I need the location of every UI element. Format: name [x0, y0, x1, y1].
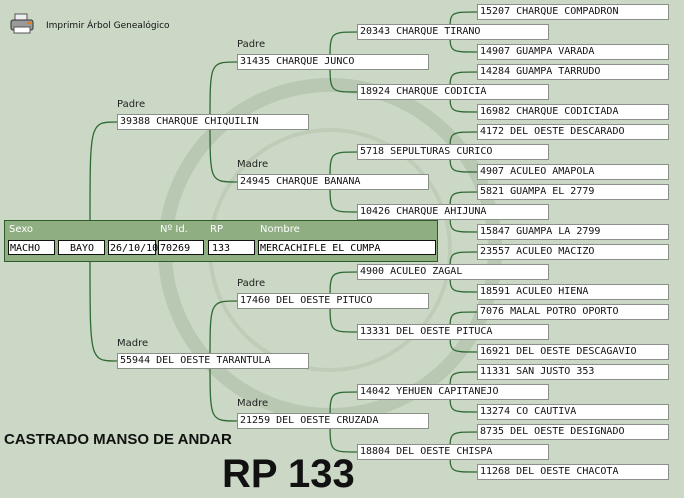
- ancestor-box-l4-madre[interactable]: 13274 CO CAUTIVA: [477, 404, 669, 420]
- ancestor-box-l4-padre[interactable]: 8735 DEL OESTE DESIGNADO: [477, 424, 669, 440]
- ancestor-box-l4-madre[interactable]: 4907 ACULEO AMAPOLA: [477, 164, 669, 180]
- madre-label: Madre: [237, 398, 269, 409]
- ancestor-box-l3-madre[interactable]: 10426 CHARQUE AHIJUNA: [357, 204, 549, 220]
- madre-label: Madre: [237, 159, 269, 170]
- id-field[interactable]: 70269: [158, 240, 204, 255]
- ancestor-box-l3-padre[interactable]: 5718 SEPULTURAS CURICO: [357, 144, 549, 160]
- printer-icon: [10, 13, 34, 39]
- print-tree-button[interactable]: Imprimir Árbol Genealógico: [10, 13, 170, 39]
- ancestor-box-l4-padre[interactable]: 15207 CHARQUE COMPADRON: [477, 4, 669, 20]
- ancestor-box-l2-padre[interactable]: 31435 CHARQUE JUNCO: [237, 54, 429, 70]
- sexo-header: Sexo: [9, 224, 34, 235]
- ancestor-box-l3-madre[interactable]: 13331 DEL OESTE PITUCA: [357, 324, 549, 340]
- connector-line: [209, 360, 238, 422]
- nombre-header: Nombre: [260, 224, 300, 235]
- connector-line: [89, 121, 118, 221]
- connector-line: [209, 61, 238, 123]
- print-tree-label: Imprimir Árbol Genealógico: [46, 21, 170, 31]
- ancestor-box-l4-padre[interactable]: 7076 MALAL POTRO OPORTO: [477, 304, 669, 320]
- color-field[interactable]: BAYO: [58, 240, 105, 255]
- ancestor-box-l1-padre[interactable]: 39388 CHARQUE CHIQUILIN: [117, 114, 309, 130]
- madre-label: Madre: [117, 338, 149, 349]
- connector-line: [209, 300, 238, 362]
- padre-label: Padre: [117, 99, 146, 110]
- ancestor-box-l4-madre[interactable]: 15847 GUAMPA LA 2799: [477, 224, 669, 240]
- sexo-field[interactable]: MACHO: [8, 240, 55, 255]
- ancestor-box-l3-padre[interactable]: 4900 ACULEO ZAGAL: [357, 264, 549, 280]
- ancestor-box-l4-padre[interactable]: 5821 GUAMPA EL 2779: [477, 184, 669, 200]
- id-header: Nº Id.: [160, 224, 188, 235]
- ancestor-box-l3-madre[interactable]: 18804 DEL OESTE CHISPA: [357, 444, 549, 460]
- padre-label: Padre: [237, 278, 266, 289]
- rp-field[interactable]: 133: [208, 240, 255, 255]
- rp-header: RP: [210, 224, 223, 235]
- name-field[interactable]: MERCACHIFLE EL CUMPA: [258, 240, 436, 255]
- date-field[interactable]: 26/10/10: [108, 240, 158, 255]
- animal-panel: Sexo Nº Id. RP Nombre MACHO BAYO 26/10/1…: [4, 220, 438, 262]
- ancestor-box-l4-padre[interactable]: 14284 GUAMPA TARRUDO: [477, 64, 669, 80]
- ancestor-box-l4-madre[interactable]: 14907 GUAMPA VARADA: [477, 44, 669, 60]
- ancestor-box-l4-madre[interactable]: 16982 CHARQUE CODICIADA: [477, 104, 669, 120]
- status-text: CASTRADO MANSO DE ANDAR: [4, 431, 232, 448]
- ancestor-box-l4-madre[interactable]: 18591 ACULEO HIENA: [477, 284, 669, 300]
- ancestor-box-l4-madre[interactable]: 11268 DEL OESTE CHACOTA: [477, 464, 669, 480]
- ancestor-box-l4-padre[interactable]: 4172 DEL OESTE DESCARADO: [477, 124, 669, 140]
- connector-line: [89, 261, 118, 362]
- ancestor-box-l4-madre[interactable]: 16921 DEL OESTE DESCAGAVIO: [477, 344, 669, 360]
- ancestor-box-l3-padre[interactable]: 14042 YEHUEN CAPITANEJO: [357, 384, 549, 400]
- ancestor-box-l2-madre[interactable]: 21259 DEL OESTE CRUZADA: [237, 413, 429, 429]
- ancestor-box-l2-padre[interactable]: 17460 DEL OESTE PITUCO: [237, 293, 429, 309]
- connector-line: [209, 121, 238, 183]
- ancestor-box-l3-madre[interactable]: 18924 CHARQUE CODICIA: [357, 84, 549, 100]
- ancestor-box-l4-padre[interactable]: 11331 SAN JUSTO 353: [477, 364, 669, 380]
- ancestor-box-l2-madre[interactable]: 24945 CHARQUE BANANA: [237, 174, 429, 190]
- ancestor-box-l4-padre[interactable]: 23557 ACULEO MACIZO: [477, 244, 669, 260]
- padre-label: Padre: [237, 39, 266, 50]
- ancestor-box-l1-madre[interactable]: 55944 DEL OESTE TARANTULA: [117, 353, 309, 369]
- ancestor-box-l3-padre[interactable]: 20343 CHARQUE TIRANO: [357, 24, 549, 40]
- rp-title: RP 133: [222, 452, 355, 496]
